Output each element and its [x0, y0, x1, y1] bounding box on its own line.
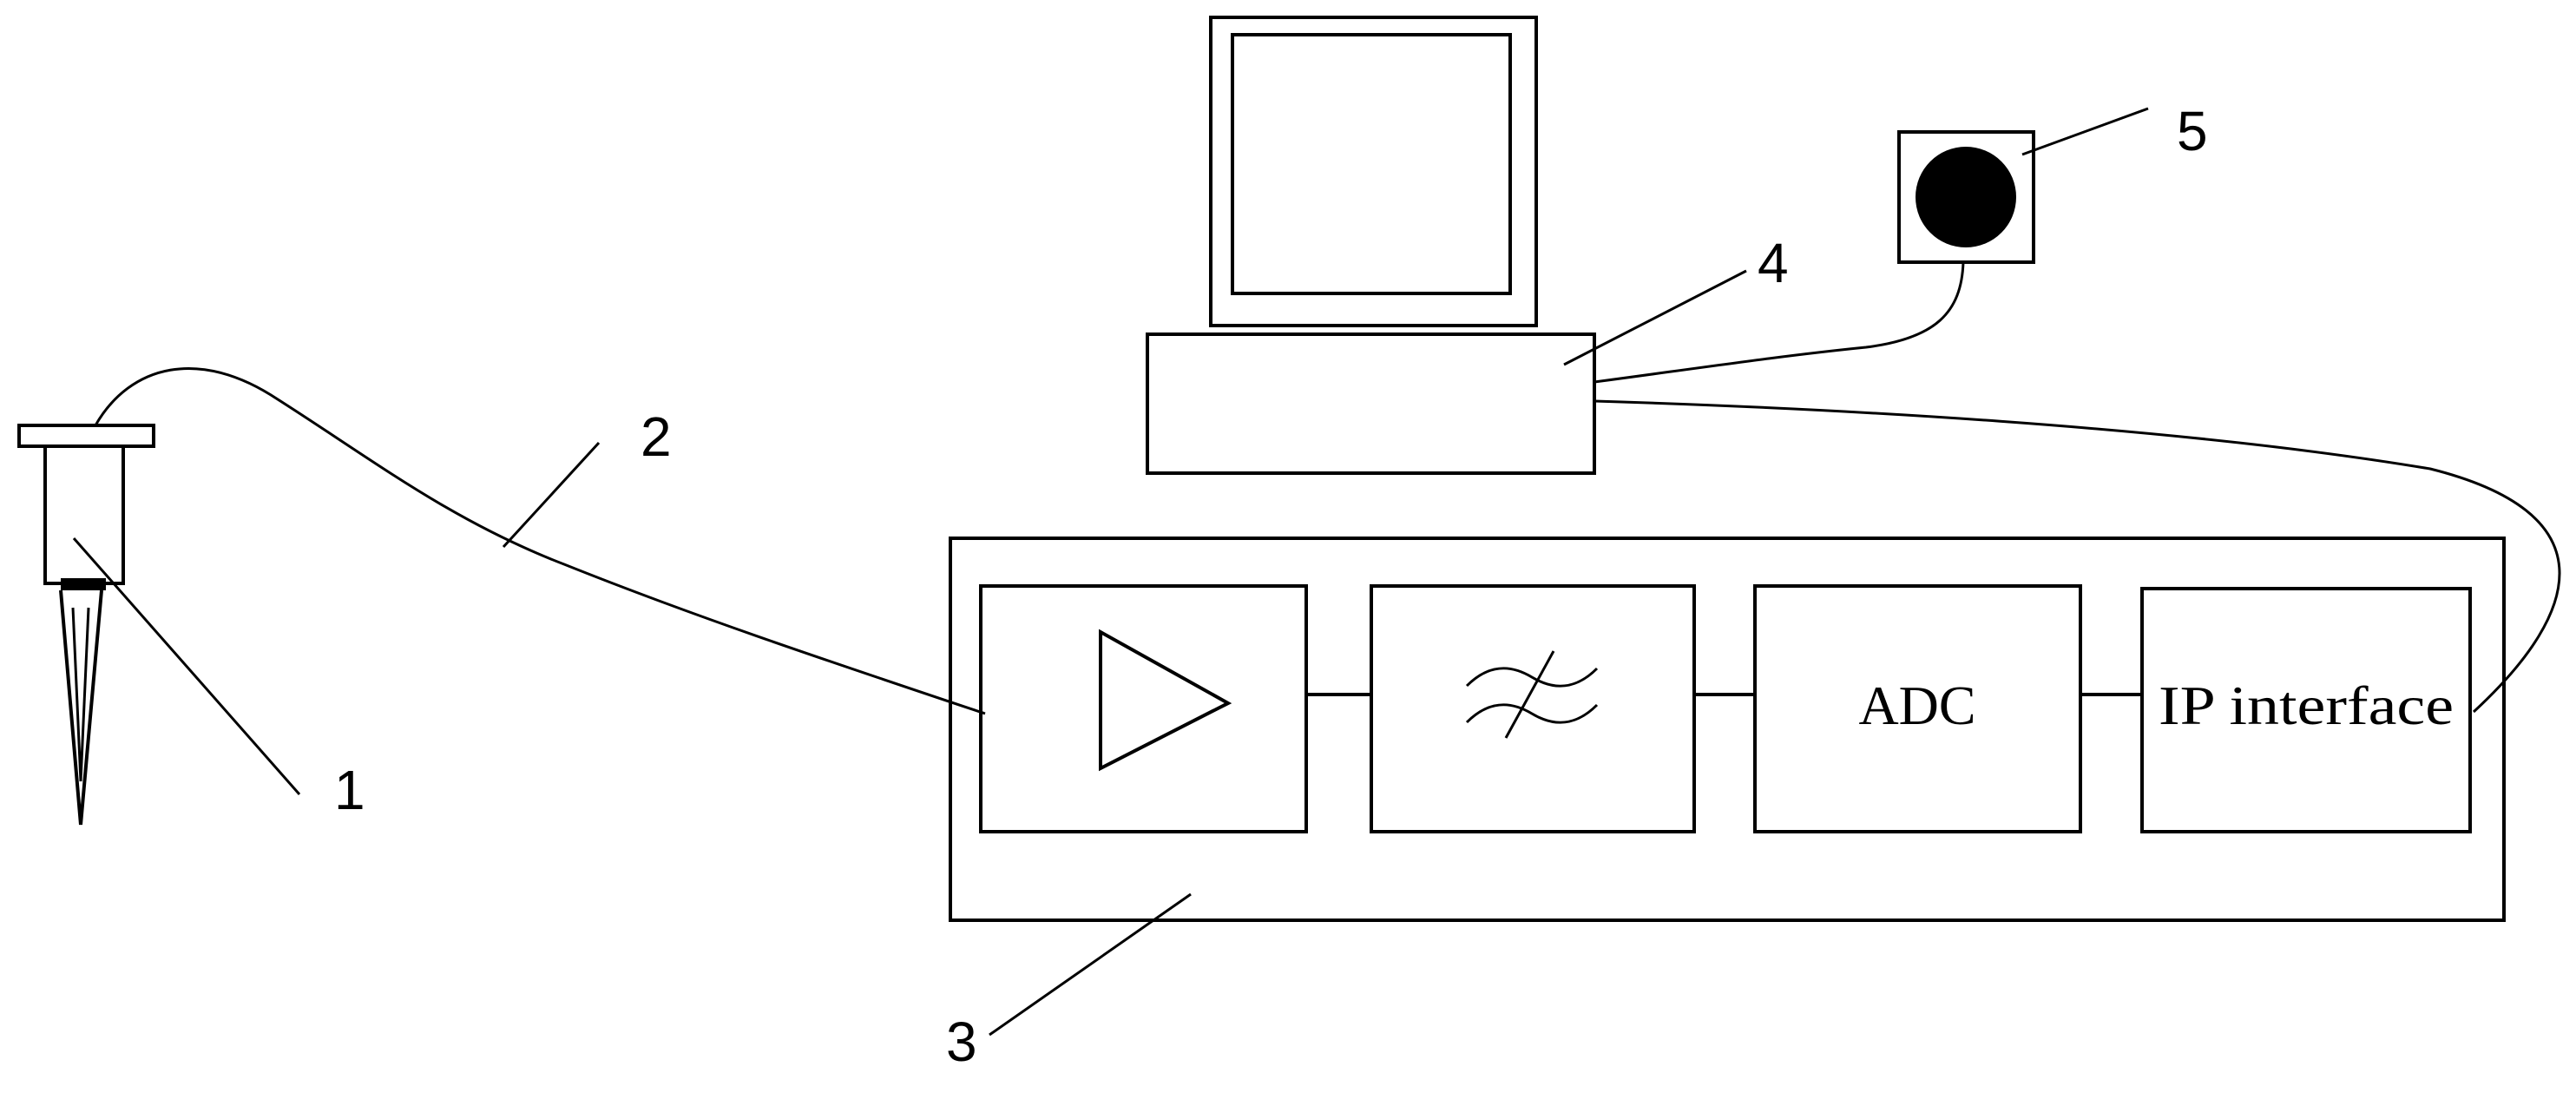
probe-tip — [59, 589, 103, 826]
callout-4: 4 — [1758, 232, 1789, 294]
callout-2: 2 — [641, 405, 672, 468]
sensor-probe — [17, 424, 155, 826]
amplifier-box — [979, 584, 1308, 833]
adc-label: ADC — [1858, 675, 1975, 736]
ip-interface-box — [2140, 587, 2472, 833]
leader-line-2 — [502, 441, 601, 549]
callout-5: 5 — [2177, 100, 2208, 162]
leader-line-5 — [2021, 107, 2149, 156]
speaker — [1897, 130, 2035, 264]
monitor-frame — [1209, 16, 1538, 327]
network-cable — [1594, 399, 2561, 714]
leader-line-1 — [72, 537, 301, 795]
sensor-cable — [94, 366, 986, 715]
speaker-box — [1897, 130, 2035, 264]
bandpass-filter-icon — [1465, 650, 1599, 739]
filter-block — [1370, 584, 1696, 833]
callout-3: 3 — [946, 1011, 977, 1073]
leader-line-4 — [1563, 269, 1747, 366]
speaker-cone — [1916, 147, 2016, 247]
adc-block: ADC — [1753, 584, 2082, 833]
speaker-cable — [1594, 261, 1965, 384]
amplifier-block — [979, 584, 1308, 833]
amplifier-triangle-icon — [1099, 629, 1232, 772]
ip-interface-label: IP interface — [2159, 675, 2454, 736]
probe-tip-inner-2 — [79, 607, 90, 782]
callout-1: 1 — [334, 759, 365, 821]
monitor-screen — [1231, 33, 1512, 295]
daq-enclosure — [949, 537, 2506, 922]
probe-collar — [61, 578, 106, 590]
probe-cap — [17, 424, 155, 448]
probe-tip-inner — [71, 607, 82, 782]
probe-body — [43, 444, 125, 585]
computer-base-unit — [1146, 333, 1596, 475]
ip-interface-block: IP interface — [2140, 587, 2472, 833]
leader-line-3 — [989, 892, 1192, 1037]
adc-box — [1753, 584, 2082, 833]
filter-box — [1370, 584, 1696, 833]
computer-monitor — [1209, 16, 1538, 327]
